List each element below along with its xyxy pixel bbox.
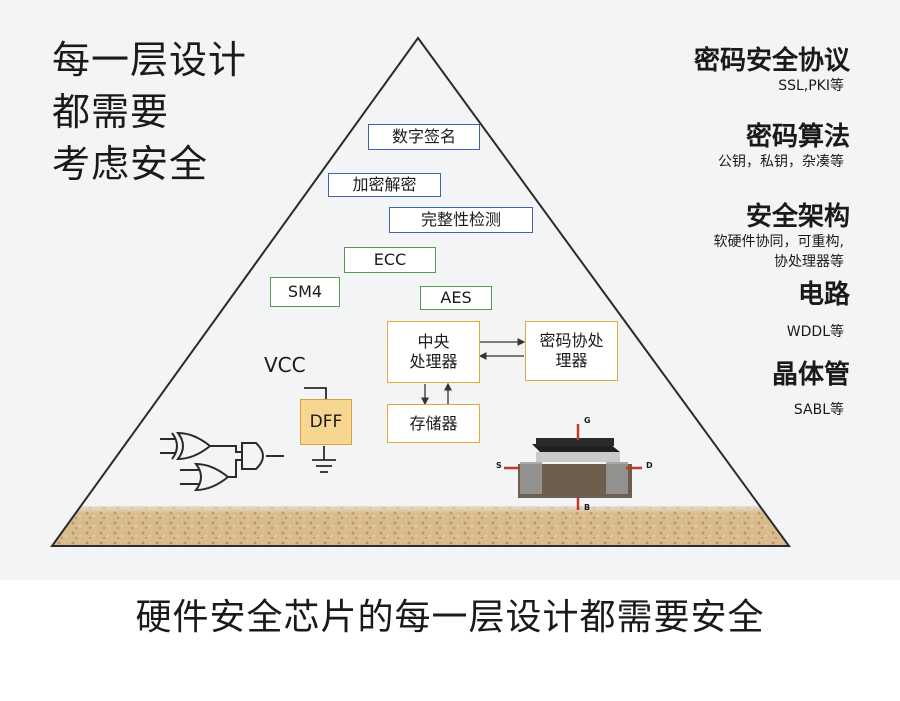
caption-bar (0, 580, 900, 701)
layer-title-circuit: 电路 (797, 280, 850, 310)
aes-box: AES (420, 286, 492, 310)
layer-title-algorithm: 密码算法 (745, 122, 850, 152)
layer-note-transistor: SABL等 (793, 402, 844, 418)
pyramid-drawing (50, 36, 791, 547)
or-gate-icon (180, 445, 242, 492)
source-terminal-label: S (496, 461, 502, 470)
layer-note-architecture-1: 软硬件协同，可重构, (713, 234, 844, 250)
ecc-box: ECC (344, 247, 436, 273)
cpu-label-1: 中央 (417, 332, 450, 351)
layer-title-architecture: 安全架构 (745, 202, 850, 232)
layer-note-algorithm: 公钥，私钥，杂凑等 (718, 154, 844, 170)
pyramid-figure: 每一层设计 都需要 考虑安全 密码安全协议 SSL,PKI等 密码算法 公钥，私… (50, 36, 850, 547)
architecture-arrows (421, 338, 526, 406)
layer-title-protocol: 密码安全协议 (693, 46, 850, 76)
cpu-label-2: 处理器 (409, 352, 458, 371)
coprocessor-label-1: 密码协处 (539, 331, 604, 350)
crypto-coprocessor-box: 密码协处 理器 (525, 321, 618, 381)
dff-wiring (304, 387, 336, 473)
body-terminal-label: B (584, 503, 591, 512)
integrity-check-box: 完整性检测 (389, 207, 533, 233)
layer-note-architecture-2: 协处理器等 (774, 254, 844, 270)
cpu-box: 中央 处理器 (387, 321, 480, 383)
layer-note-protocol: SSL,PKI等 (778, 78, 844, 94)
encrypt-decrypt-box: 加密解密 (328, 173, 441, 197)
logic-gates (160, 431, 284, 492)
mos-transistor-icon (504, 424, 642, 510)
layer-note-circuit: WDDL等 (786, 324, 844, 340)
headline-line-3: 考虑安全 (52, 142, 209, 186)
vcc-label: VCC (264, 353, 306, 377)
xor-gate-icon (160, 431, 228, 461)
memory-box: 存储器 (387, 404, 480, 443)
digital-signature-box: 数字签名 (368, 124, 480, 150)
coprocessor-label-2: 理器 (555, 351, 588, 370)
headline-line-1: 每一层设计 (52, 38, 248, 82)
figure-caption: 硬件安全芯片的每一层设计都需要安全 (135, 597, 765, 638)
and-gate-icon (241, 442, 284, 470)
headline-line-2: 都需要 (52, 90, 170, 134)
sm4-box: SM4 (270, 277, 340, 307)
dff-box: DFF (300, 399, 352, 445)
sand-base (52, 500, 789, 546)
gate-terminal-label: G (584, 416, 591, 425)
layer-title-transistor: 晶体管 (771, 360, 850, 390)
pyramid-outline (50, 36, 791, 547)
drain-terminal-label: D (646, 461, 653, 470)
